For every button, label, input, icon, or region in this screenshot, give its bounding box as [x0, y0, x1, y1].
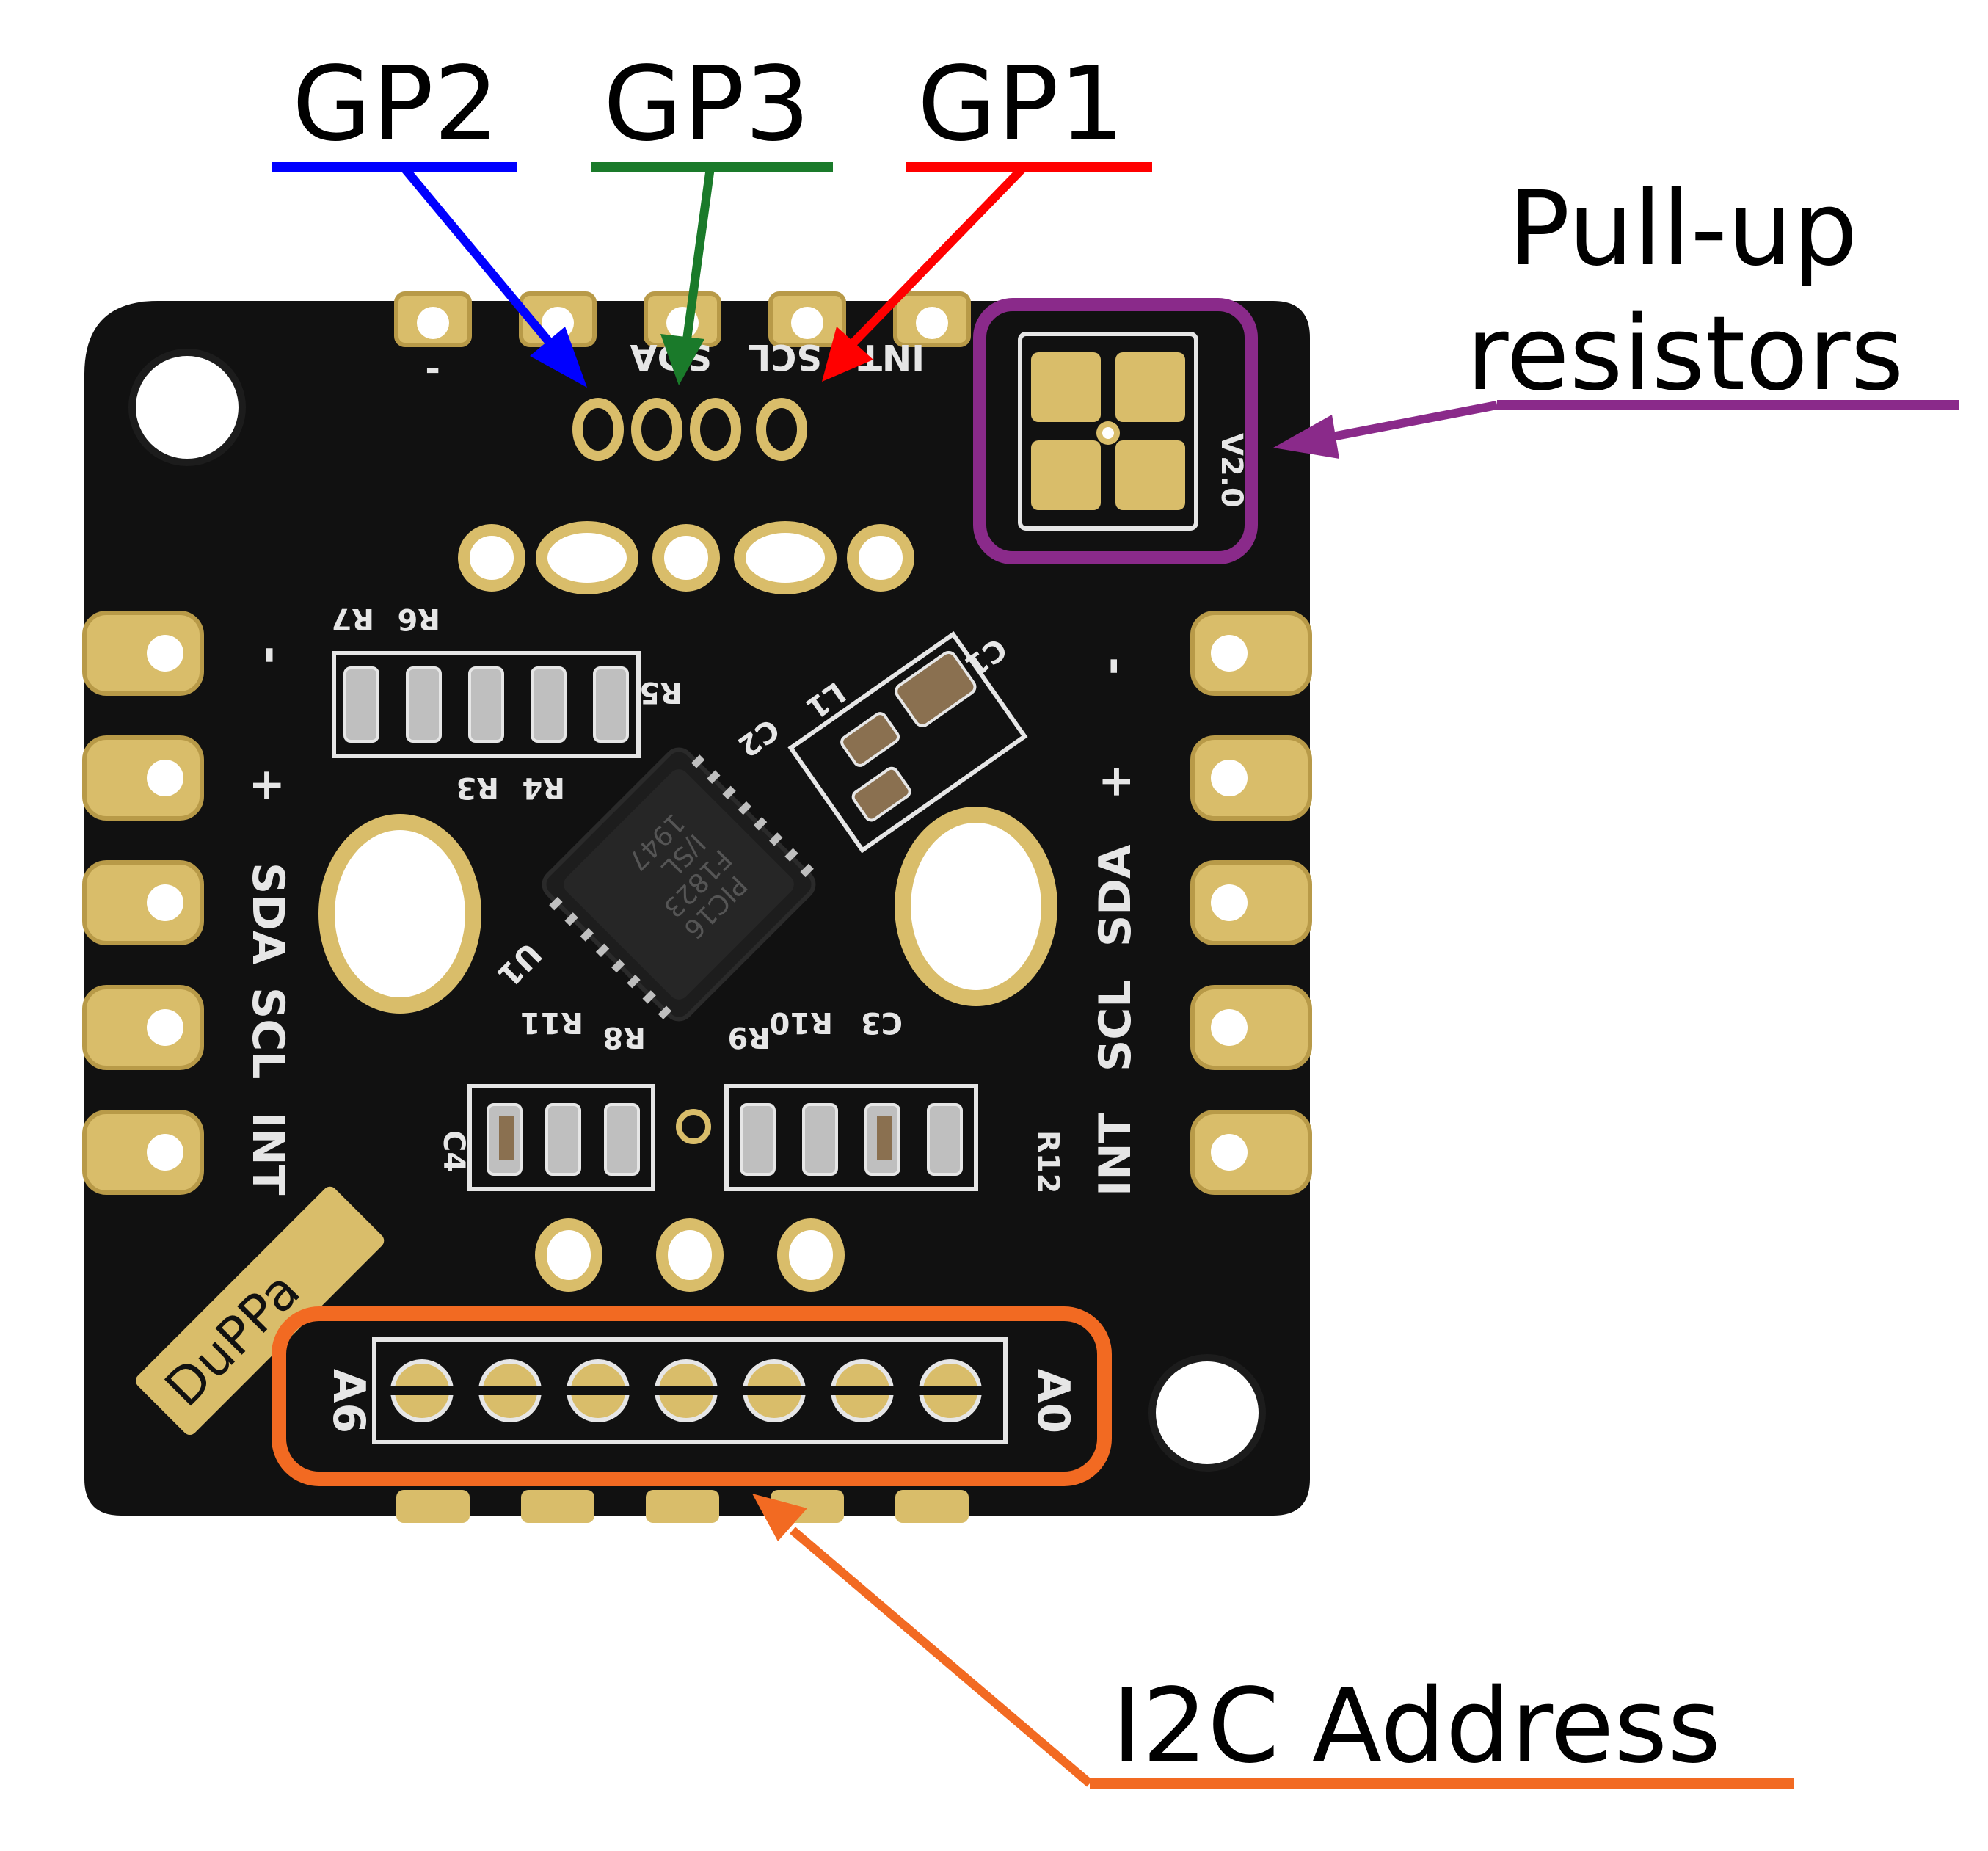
- callout-i2c-address: I2C Address: [272, 1306, 1794, 1789]
- resistor-label-r6: R6: [397, 602, 440, 636]
- right-sda-label: SDA: [1090, 844, 1141, 947]
- bottom-left-resistor-bank: R11 R8 C4: [437, 1005, 655, 1191]
- gp1-arrow-shaft: [848, 164, 1027, 349]
- bottom-right-resistor-bank: R9 R10 C3 R12: [724, 1005, 1065, 1193]
- callout-gp3: GP3: [591, 45, 833, 385]
- address-label-a0: A0: [1027, 1369, 1079, 1433]
- resistor-label-r5: R5: [639, 675, 682, 709]
- right-minus-label: -: [1086, 657, 1137, 675]
- gp1-label: GP1: [917, 45, 1124, 164]
- pullup-arrow-head: [1273, 415, 1339, 459]
- cap-inductor-group: [787, 630, 1028, 854]
- gp2-arrow-head: [530, 327, 587, 388]
- right-edge-pads: [1190, 611, 1312, 1195]
- bottom-edge-pads: [396, 1490, 969, 1523]
- right-scl-label: SCL: [1090, 980, 1141, 1072]
- i2c-highlight-box: [272, 1306, 1112, 1486]
- pcb-board: - SDA SCL INT V2.0: [82, 291, 1312, 1523]
- cap-label-c3: C3: [861, 1005, 903, 1039]
- left-plus-label: +: [242, 767, 294, 804]
- top-resistor-bank: R7 R6 R5 R3 R4: [331, 602, 682, 804]
- pullup-label-line1: Pull-up: [1508, 170, 1858, 289]
- left-sda-label: SDA: [242, 862, 294, 965]
- gp2-arrow-shaft: [400, 164, 561, 355]
- left-minus-label: -: [246, 646, 297, 664]
- resistor-label-r9: R9: [727, 1020, 771, 1054]
- gp1-arrow-head: [822, 327, 873, 382]
- gp-header-holes: [572, 398, 807, 461]
- right-plus-label: +: [1090, 763, 1141, 800]
- main-ic: PIC16 F1823 I/SL 1947 U1: [490, 747, 816, 1022]
- pullup-label-line2: resistors: [1466, 294, 1904, 414]
- pullup-highlight-box: [973, 298, 1258, 564]
- resistor-label-r10: R10: [770, 1005, 833, 1039]
- resistor-label-r3: R3: [456, 771, 499, 804]
- mount-hole-bottom-right: [1148, 1354, 1266, 1472]
- resistor-label-r8: R8: [602, 1020, 646, 1054]
- address-label-a6: A6: [323, 1369, 374, 1433]
- callout-pullup: Pull-up resistors: [973, 170, 1959, 564]
- bottom-holes: [535, 1218, 845, 1292]
- i2c-label: I2C Address: [1112, 1667, 1721, 1786]
- left-edge-labels: - + SDA SCL INT: [242, 646, 297, 1196]
- left-int-label: INT: [242, 1112, 294, 1196]
- resistor-label-r12: R12: [1031, 1130, 1065, 1193]
- top-minus-label: -: [425, 351, 440, 393]
- version-label: V2.0: [1215, 433, 1248, 508]
- gp3-label: GP3: [603, 45, 810, 164]
- i2c-arrow-head: [752, 1494, 807, 1541]
- right-int-label: INT: [1090, 1113, 1141, 1196]
- pullup-pads: V2.0: [1018, 332, 1248, 531]
- cap-label-c4: C4: [437, 1130, 470, 1172]
- callout-gp2: GP2: [272, 45, 587, 388]
- i2c-address-jumpers: A6 A0: [323, 1337, 1079, 1444]
- center-via: [676, 1109, 711, 1144]
- top-scl-label: SCL: [749, 336, 822, 377]
- left-scl-label: SCL: [242, 987, 294, 1079]
- gp2-label: GP2: [292, 45, 499, 164]
- resistor-label-r4: R4: [522, 771, 565, 804]
- i2c-arrow-shaft: [790, 1527, 1093, 1787]
- left-edge-pads: [82, 611, 204, 1195]
- pullup-arrow-shaft: [1327, 401, 1499, 442]
- gp3-arrow-shaft: [682, 167, 715, 346]
- gp3-arrow-head: [660, 334, 704, 385]
- mount-hole-top-left: [128, 349, 246, 466]
- top-header-labels: - SDA SCL INT: [425, 336, 925, 393]
- resistor-label-r7: R7: [331, 602, 374, 636]
- callout-gp1: GP1: [822, 45, 1152, 382]
- right-edge-labels: - + SDA SCL INT: [1086, 657, 1141, 1196]
- top-header-holes: [458, 521, 914, 594]
- resistor-label-r11: R11: [520, 1005, 583, 1039]
- large-mount-slots: [318, 807, 1057, 1014]
